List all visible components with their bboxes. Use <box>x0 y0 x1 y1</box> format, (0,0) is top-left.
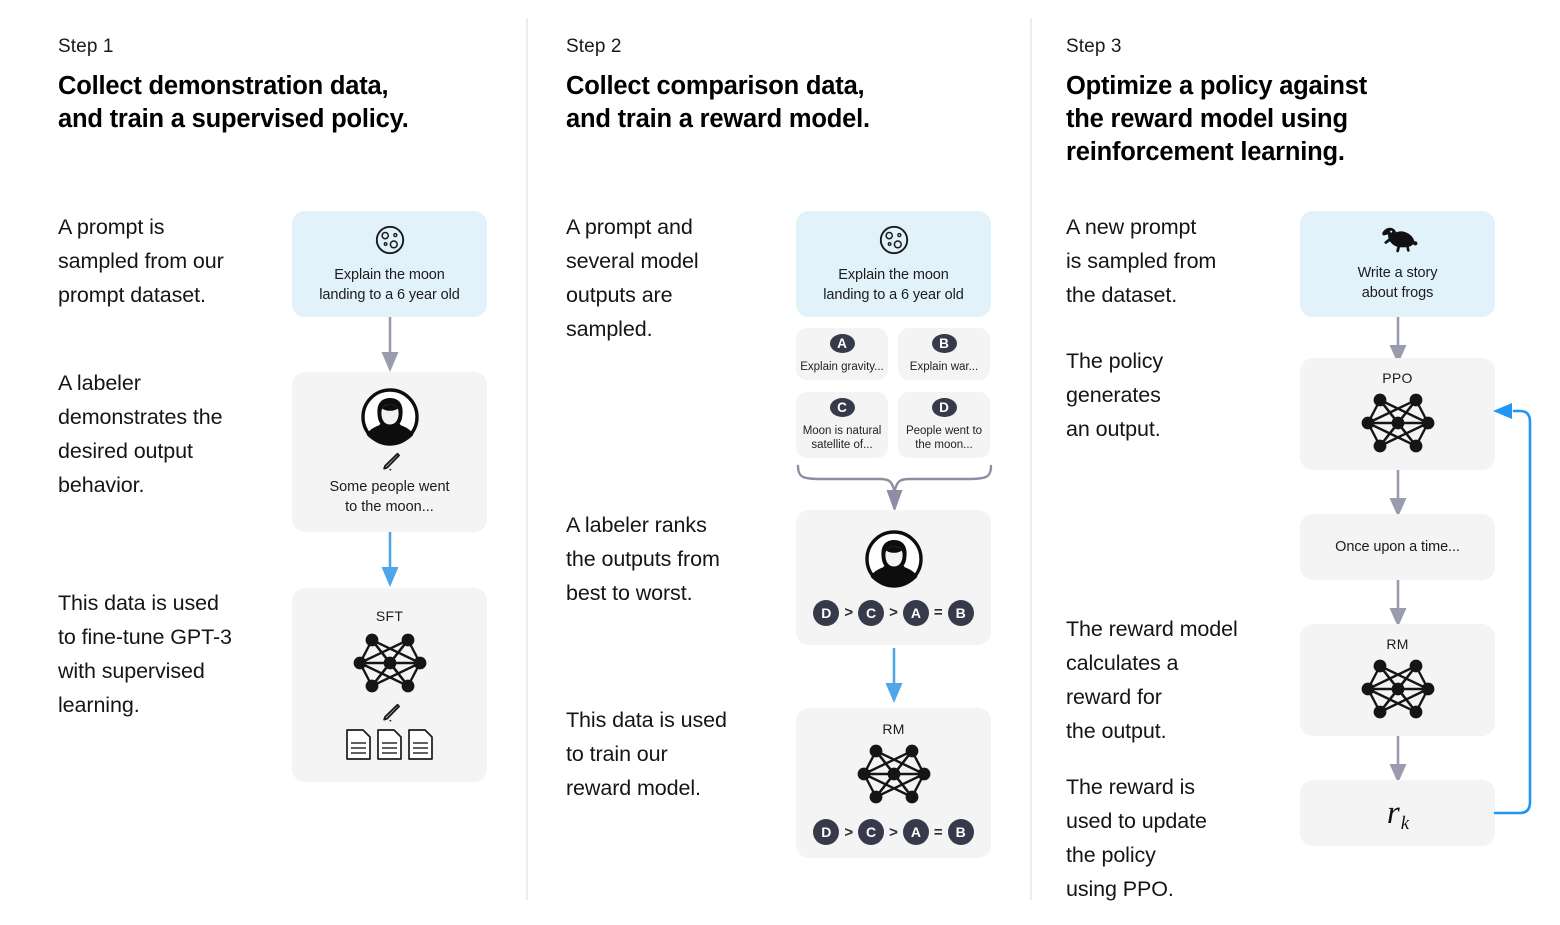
step-3-output-card: Once upon a time... <box>1300 514 1495 580</box>
step-1-paragraph-1: A prompt is sampled from our prompt data… <box>58 215 224 307</box>
step-3-arrow-rm-to-reward <box>1389 736 1407 783</box>
step-2-column: Step 2 Collect comparison data, and trai… <box>528 0 1030 925</box>
step-2-output-card-b: B Explain war... <box>898 328 990 380</box>
documents-icon <box>344 728 436 762</box>
neural-network-icon <box>852 739 936 809</box>
neural-network-icon <box>1356 388 1440 458</box>
output-label-c: Moon is natural satellite of... <box>802 425 882 451</box>
step-3-arrow-output-to-rm <box>1389 580 1407 627</box>
step-2-ranking-card: D > C > A = B <box>796 510 991 645</box>
rank-badge-4: B <box>947 599 974 626</box>
step-2-paragraph-1: A prompt and several model outputs are s… <box>566 215 699 341</box>
step-2-ranking-row: D > C > A = B <box>813 599 974 626</box>
rm-rank-badge-1: D <box>813 819 840 845</box>
step-3-reward-model-card: RM <box>1300 624 1495 736</box>
neural-network-icon <box>348 628 432 698</box>
output-badge-d: D <box>931 398 957 417</box>
labeler-avatar-icon <box>864 529 923 588</box>
step-1-arrow-prompt-to-labeler <box>381 317 399 372</box>
step-2-rm-ranking-row: D > C > A = B <box>813 819 974 845</box>
step-1-paragraph-3: This data is used to fine-tune GPT-3 wit… <box>58 591 232 717</box>
step-2-rm-label: RM <box>882 721 905 737</box>
step-2-title: Collect comparison data, and train a rew… <box>566 72 870 133</box>
step-1-labeler-text: Some people went to the moon... <box>329 478 450 515</box>
labeler-avatar-icon <box>360 387 419 446</box>
step-3-output-text: Once upon a time... <box>1335 539 1460 555</box>
step-3-title: Optimize a policy against the reward mod… <box>1066 72 1368 166</box>
pencil-icon <box>378 450 402 474</box>
step-3-arrow-prompt-to-policy <box>1389 317 1407 364</box>
rank-op-1: > <box>844 604 854 621</box>
step-1-column: Step 1 Collect demonstration data, and t… <box>0 0 526 925</box>
step-1-labeler-card: Some people went to the moon... <box>292 372 487 532</box>
step-3-feedback-loop-arrow <box>1493 403 1532 815</box>
rm-rank-badge-3: A <box>902 819 929 845</box>
rm-rank-badge-4: B <box>947 819 974 845</box>
reward-symbol-base: r <box>1386 794 1400 831</box>
step-1-title: Collect demonstration data, and train a … <box>58 72 409 133</box>
reward-symbol: rk <box>1386 794 1409 833</box>
step-1-model-label: SFT <box>375 608 404 624</box>
output-badge-a: A <box>829 334 855 353</box>
step-3-prompt-card: Write a story about frogs <box>1300 211 1495 317</box>
rank-op-2: > <box>889 604 898 621</box>
step-1-model-card: SFT <box>292 588 487 782</box>
column-divider-2 <box>1030 18 1032 900</box>
rank-badge-2: C <box>858 599 885 626</box>
rank-badge-1: D <box>813 599 840 626</box>
step-1-prompt-text: Explain the moon landing to a 6 year old <box>319 267 460 303</box>
rank-badge-3: A <box>902 599 929 626</box>
rm-rank-badge-2: C <box>858 819 885 845</box>
neural-network-icon <box>1356 654 1440 724</box>
step-2-brace-arrow <box>796 464 993 512</box>
rm-rank-op-1: > <box>844 823 854 841</box>
step-3-arrow-policy-to-output <box>1389 470 1407 517</box>
rank-op-3: = <box>933 604 943 621</box>
step-3-prompt-text: Write a story about frogs <box>1357 265 1438 301</box>
step-3-paragraph-3: The reward model calculates a reward for… <box>1066 617 1238 743</box>
step-1-paragraph-2: A labeler demonstrates the desired outpu… <box>58 371 223 497</box>
step-3-reward-value-card: rk <box>1300 780 1495 846</box>
step-3-paragraph-1: A new prompt is sampled from the dataset… <box>1066 215 1217 307</box>
step-2-label: Step 2 <box>566 36 622 57</box>
step-1-label: Step 1 <box>58 36 114 57</box>
reward-symbol-subscript: k <box>1400 812 1410 834</box>
step-2-arrow-ranking-to-rm <box>885 648 903 703</box>
output-label-a: Explain gravity... <box>800 361 884 373</box>
step-3-paragraph-4: The reward is used to update the policy … <box>1066 775 1207 901</box>
output-label-b: Explain war... <box>909 361 979 373</box>
step-3-ppo-label: PPO <box>1382 370 1413 386</box>
frog-icon <box>1376 225 1420 255</box>
pencil-icon <box>378 701 402 725</box>
moon-icon <box>373 223 407 257</box>
step-3-rm-label: RM <box>1386 636 1409 652</box>
step-1-prompt-card: Explain the moon landing to a 6 year old <box>292 211 487 317</box>
step-3-policy-card: PPO <box>1300 358 1495 470</box>
step-1-arrow-labeler-to-model <box>381 532 399 587</box>
step-3-label: Step 3 <box>1066 36 1122 57</box>
step-3-column: Step 3 Optimize a policy against the rew… <box>1032 0 1560 925</box>
column-divider-1 <box>526 18 528 900</box>
output-badge-c: C <box>829 398 855 417</box>
step-2-reward-model-card: RM <box>796 708 991 858</box>
step-2-prompt-text: Explain the moon landing to a 6 year old <box>823 267 964 303</box>
step-2-output-card-d: D People went to the moon... <box>898 392 990 458</box>
rm-rank-op-3: = <box>933 823 943 841</box>
step-3-paragraph-2: The policy generates an output. <box>1066 349 1163 441</box>
output-label-d: People went to the moon... <box>905 425 983 451</box>
step-2-output-card-a: A Explain gravity... <box>796 328 888 380</box>
output-badge-b: B <box>931 334 957 353</box>
step-2-prompt-card: Explain the moon landing to a 6 year old <box>796 211 991 317</box>
moon-icon <box>877 223 911 257</box>
step-2-output-card-c: C Moon is natural satellite of... <box>796 392 888 458</box>
step-2-paragraph-3: This data is used to train our reward mo… <box>566 708 727 800</box>
rm-rank-op-2: > <box>889 823 898 841</box>
step-2-paragraph-2: A labeler ranks the outputs from best to… <box>566 513 720 605</box>
